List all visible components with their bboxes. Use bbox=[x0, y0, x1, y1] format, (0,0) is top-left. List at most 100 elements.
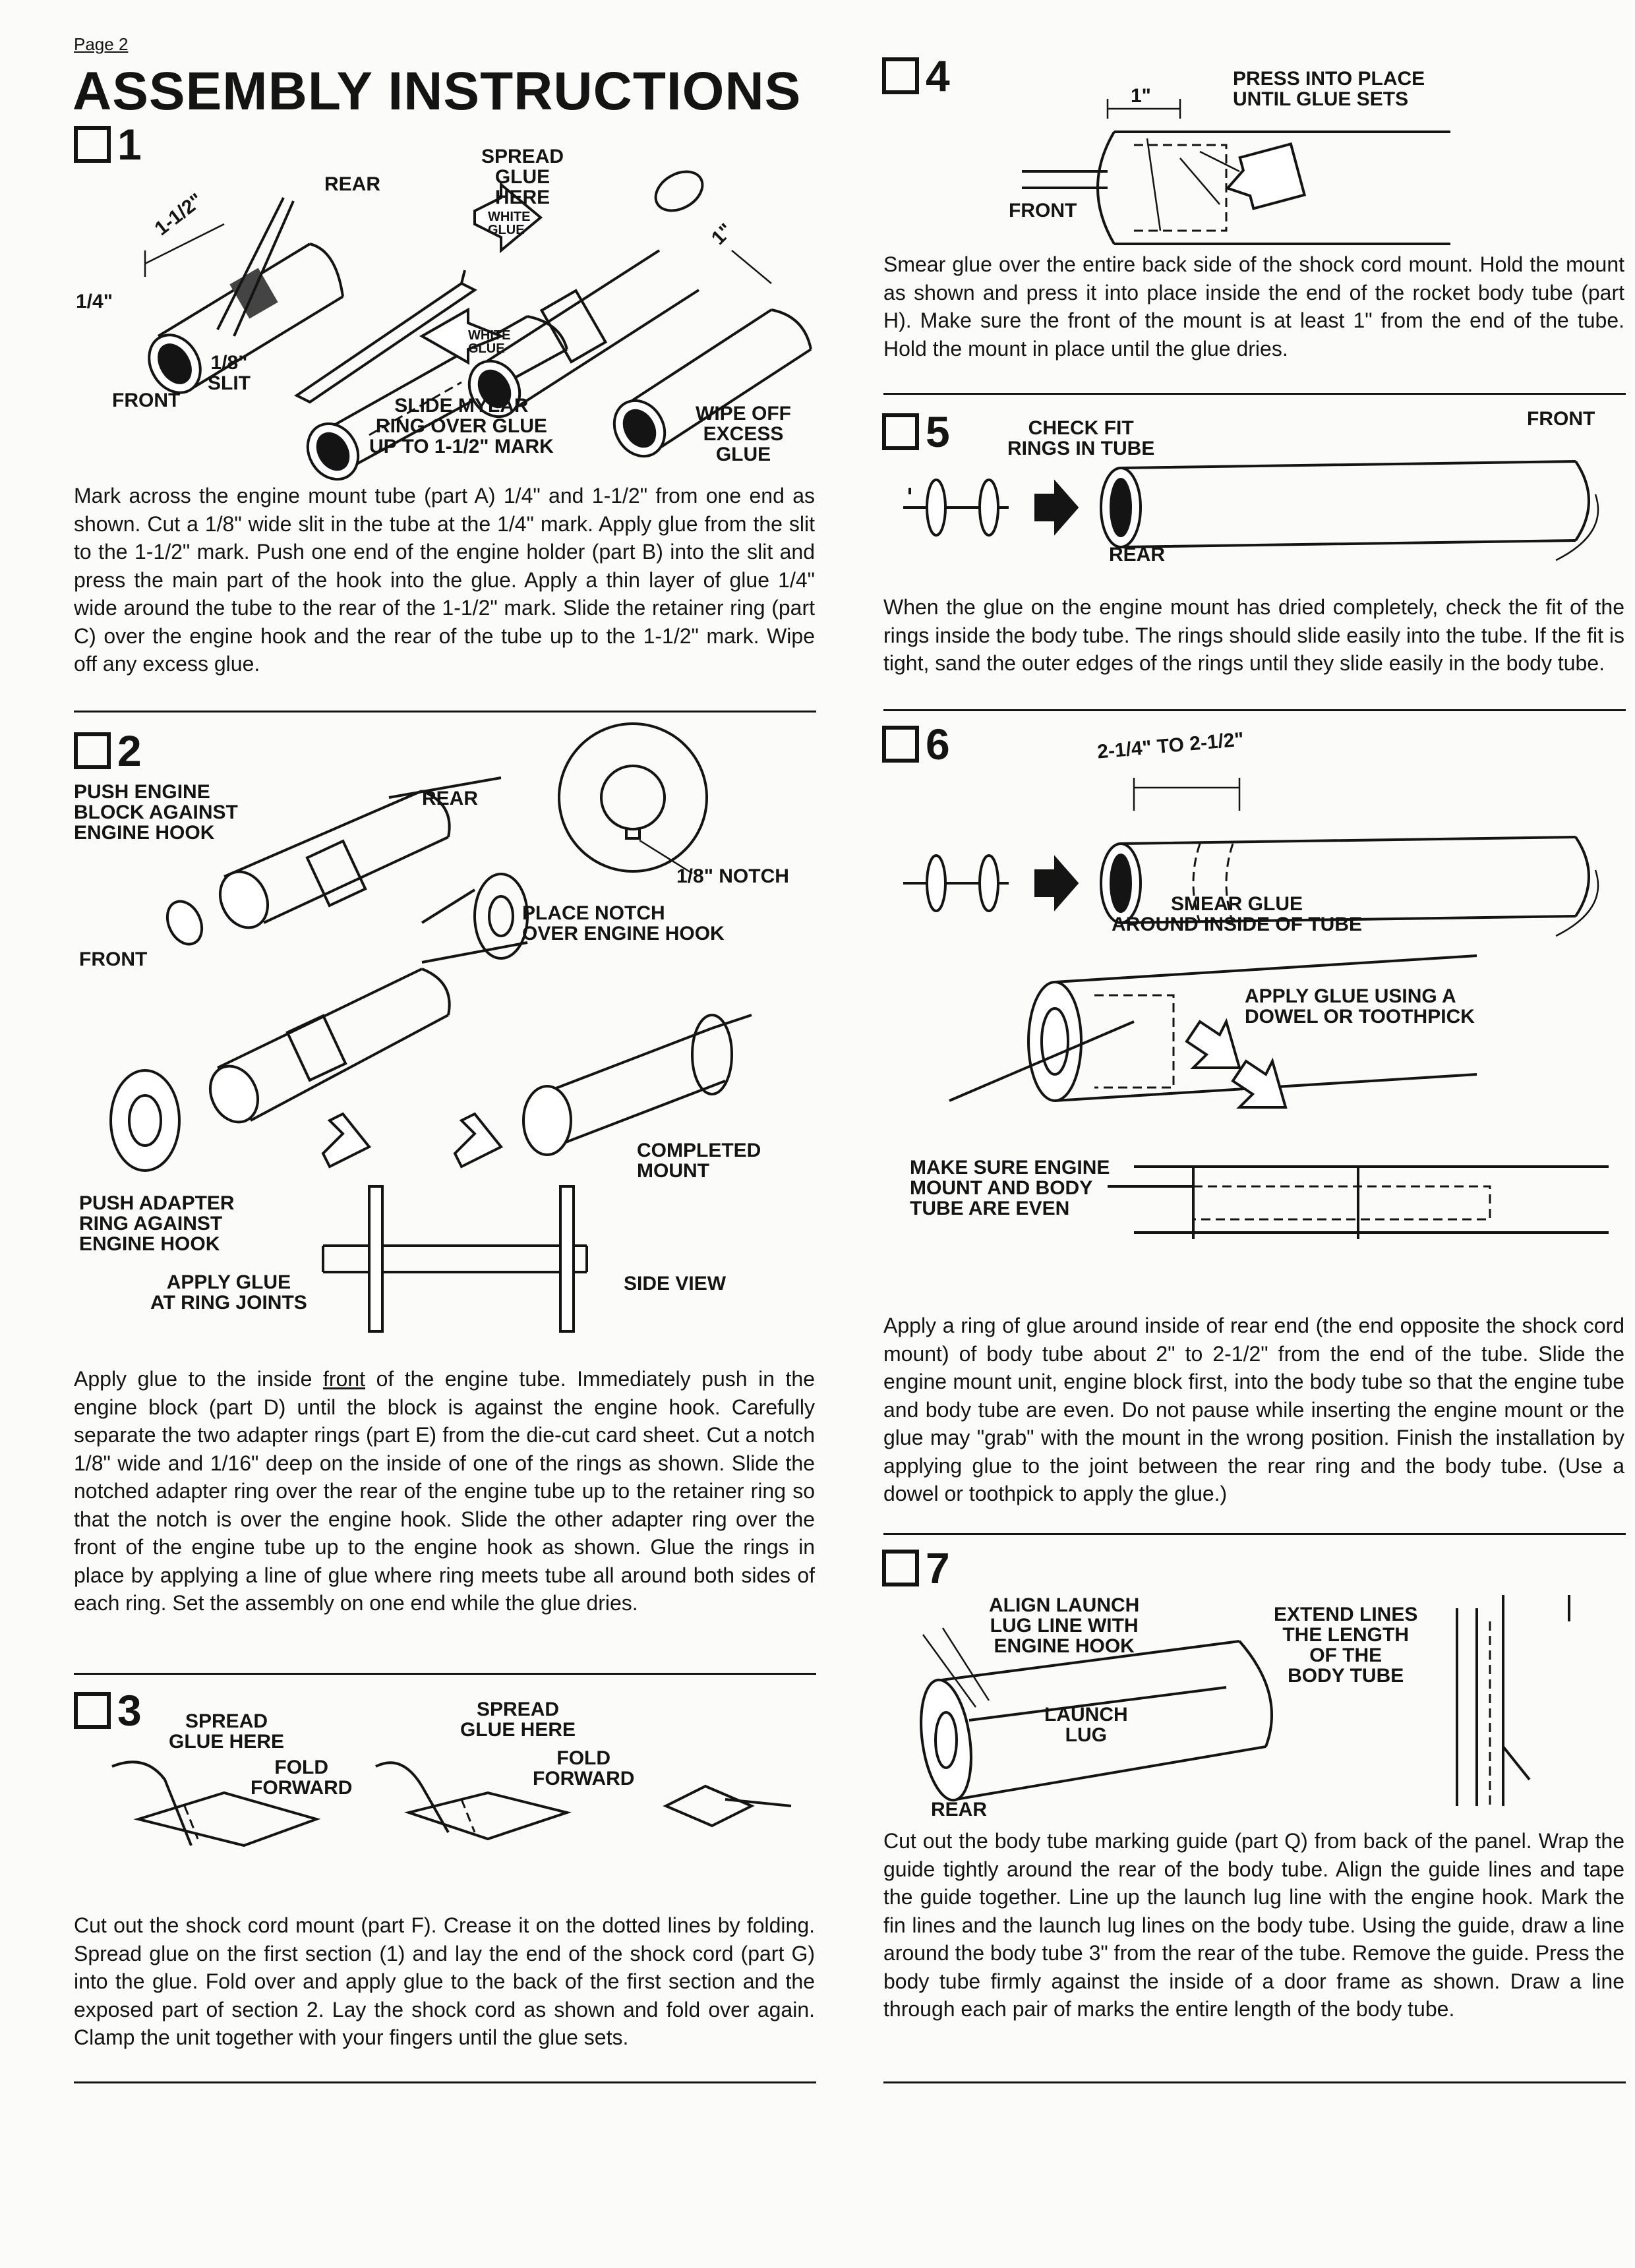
divider bbox=[883, 709, 1626, 711]
label-apply-glue-dowel: APPLY GLUE USING A DOWEL OR TOOTHPICK bbox=[1245, 985, 1475, 1028]
dimension-icon bbox=[1108, 99, 1180, 119]
step-7-illustration bbox=[897, 1582, 1622, 1806]
label-spread-glue-2: SPREAD GLUE HERE bbox=[460, 1699, 576, 1741]
folded-mount-icon bbox=[666, 1786, 791, 1826]
divider bbox=[883, 2081, 1626, 2083]
checkbox-icon[interactable] bbox=[882, 57, 919, 94]
label-apply-glue: APPLY GLUE AT RING JOINTS bbox=[150, 1271, 307, 1314]
label-place-notch: PLACE NOTCH OVER ENGINE HOOK bbox=[522, 902, 725, 945]
checkbox-icon[interactable] bbox=[74, 732, 111, 769]
divider bbox=[74, 711, 816, 712]
engine-mount-icon bbox=[903, 480, 1009, 535]
step-2-illustration bbox=[79, 725, 818, 1331]
label-front: FRONT bbox=[1527, 408, 1595, 430]
white-glue-arrow-icon: WHITE GLUE bbox=[475, 185, 541, 250]
label-smear-glue: SMEAR GLUE AROUND INSIDE OF TUBE bbox=[1112, 893, 1363, 935]
step-4-header: 4 bbox=[882, 54, 950, 98]
step-number: 3 bbox=[117, 1686, 142, 1735]
checkbox-icon[interactable] bbox=[74, 126, 111, 163]
body-tube-icon bbox=[1101, 837, 1598, 936]
label-rear: REAR bbox=[931, 1799, 988, 1820]
label-push-adapter: PUSH ADAPTER RING AGAINST ENGINE HOOK bbox=[79, 1192, 235, 1255]
finished-tube-icon bbox=[605, 250, 811, 465]
tube-with-glue-icon bbox=[298, 316, 567, 488]
label-front: FRONT bbox=[112, 390, 181, 411]
step-3-text: Cut out the shock cord mount (part F). C… bbox=[74, 1913, 815, 2049]
step-4-illustration bbox=[1002, 73, 1477, 250]
adapter-ring-icon bbox=[422, 874, 527, 958]
step-2-header: 2 bbox=[74, 729, 142, 772]
checkbox-icon[interactable] bbox=[882, 413, 919, 450]
svg-text:GLUE: GLUE bbox=[488, 223, 525, 237]
step-6-text: Apply a ring of glue around inside of re… bbox=[883, 1314, 1624, 1505]
step-6-illustration bbox=[897, 758, 1622, 1259]
step-1-header: 1 bbox=[74, 123, 142, 166]
label-dim-one: 1" bbox=[1131, 85, 1151, 107]
step-3-illustration bbox=[92, 1727, 804, 1846]
step-3-header: 3 bbox=[74, 1689, 142, 1732]
step-number: 6 bbox=[926, 720, 950, 769]
white-glue-arrow-icon bbox=[1187, 1022, 1239, 1068]
white-glue-arrow-icon bbox=[323, 1114, 369, 1167]
label-rear: REAR bbox=[422, 788, 479, 809]
label-launch-lug: LAUNCH LUG bbox=[1044, 1704, 1128, 1746]
step-5-illustration bbox=[897, 435, 1622, 580]
checkbox-icon[interactable] bbox=[74, 1692, 111, 1729]
svg-text:GLUE: GLUE bbox=[468, 341, 505, 356]
side-view-icon bbox=[1108, 1167, 1609, 1239]
label-align-launch-lug: ALIGN LAUNCH LUG LINE WITH ENGINE HOOK bbox=[989, 1594, 1140, 1657]
tube-with-ring-icon bbox=[460, 163, 709, 426]
dimension-icon bbox=[1134, 778, 1239, 811]
black-arrow-icon bbox=[1035, 857, 1078, 910]
label-front: FRONT bbox=[79, 948, 148, 970]
step-6-header: 6 bbox=[882, 722, 950, 766]
label-slide-mylar: SLIDE MYLAR RING OVER GLUE UP TO 1-1/2" … bbox=[369, 395, 554, 457]
label-front: FRONT bbox=[1009, 200, 1077, 221]
step-1-text: Mark across the engine mount tube (part … bbox=[74, 484, 815, 676]
label-rear: REAR bbox=[1109, 544, 1166, 566]
engine-tube-icon bbox=[139, 198, 343, 402]
label-fold-forward-2: FOLD FORWARD bbox=[533, 1747, 635, 1789]
white-glue-arrow-icon bbox=[455, 1114, 501, 1167]
label-check-fit: CHECK FIT RINGS IN TUBE bbox=[1007, 417, 1155, 459]
step-4-text: Smear glue over the entire back side of … bbox=[883, 252, 1624, 361]
black-arrow-icon bbox=[1035, 481, 1078, 534]
step-7-header: 7 bbox=[882, 1546, 950, 1590]
divider bbox=[74, 2081, 816, 2083]
step-number: 2 bbox=[117, 726, 142, 775]
page-label: Page 2 bbox=[74, 34, 129, 54]
label-press-into-place: PRESS INTO PLACE UNTIL GLUE SETS bbox=[1233, 68, 1425, 110]
step-number: 7 bbox=[926, 1544, 950, 1592]
tube-with-rings-icon bbox=[111, 943, 527, 1171]
label-dim-quarter: 1/4" bbox=[76, 291, 113, 312]
step-number: 4 bbox=[926, 51, 950, 100]
label-spread-glue: SPREAD GLUE HERE bbox=[481, 146, 564, 208]
shock-cord-mount-icon bbox=[112, 1762, 316, 1846]
label-completed-mount: COMPLETED MOUNT bbox=[637, 1140, 761, 1182]
label-side-view: SIDE VIEW bbox=[624, 1273, 727, 1294]
step-7-text: Cut out the body tube marking guide (par… bbox=[883, 1829, 1624, 2021]
label-push-engine-block: PUSH ENGINE BLOCK AGAINST ENGINE HOOK bbox=[74, 781, 238, 844]
label-spread-glue-1: SPREAD GLUE HERE bbox=[169, 1710, 285, 1753]
step-5-text: When the glue on the engine mount has dr… bbox=[883, 595, 1624, 675]
notched-ring-icon bbox=[559, 724, 707, 873]
engine-tube-icon bbox=[161, 778, 501, 950]
step-number: 5 bbox=[926, 407, 950, 456]
body-tube-icon bbox=[914, 1628, 1272, 1803]
svg-text:WHITE: WHITE bbox=[488, 210, 530, 224]
label-notch: 1/8" NOTCH bbox=[676, 865, 789, 887]
completed-mount-icon bbox=[523, 1015, 752, 1155]
divider bbox=[74, 1673, 816, 1675]
label-extend-lines: EXTEND LINES THE LENGTH OF THE BODY TUBE bbox=[1274, 1604, 1418, 1687]
tube-insertion-icon bbox=[949, 956, 1477, 1101]
checkbox-icon[interactable] bbox=[882, 1550, 919, 1586]
body-tube-icon bbox=[1101, 461, 1598, 560]
checkbox-icon[interactable] bbox=[882, 726, 919, 763]
label-fold-forward-1: FOLD FORWARD bbox=[251, 1757, 353, 1799]
side-view-icon bbox=[323, 1186, 587, 1331]
label-slit: 1/8" SLIT bbox=[208, 352, 251, 394]
white-glue-arrow-icon: WHITE GLUE bbox=[422, 310, 510, 363]
step-2-text: Apply glue to the inside front of the en… bbox=[74, 1367, 816, 1615]
white-glue-arrow-icon bbox=[1221, 144, 1305, 214]
door-frame-icon bbox=[1457, 1595, 1569, 1806]
